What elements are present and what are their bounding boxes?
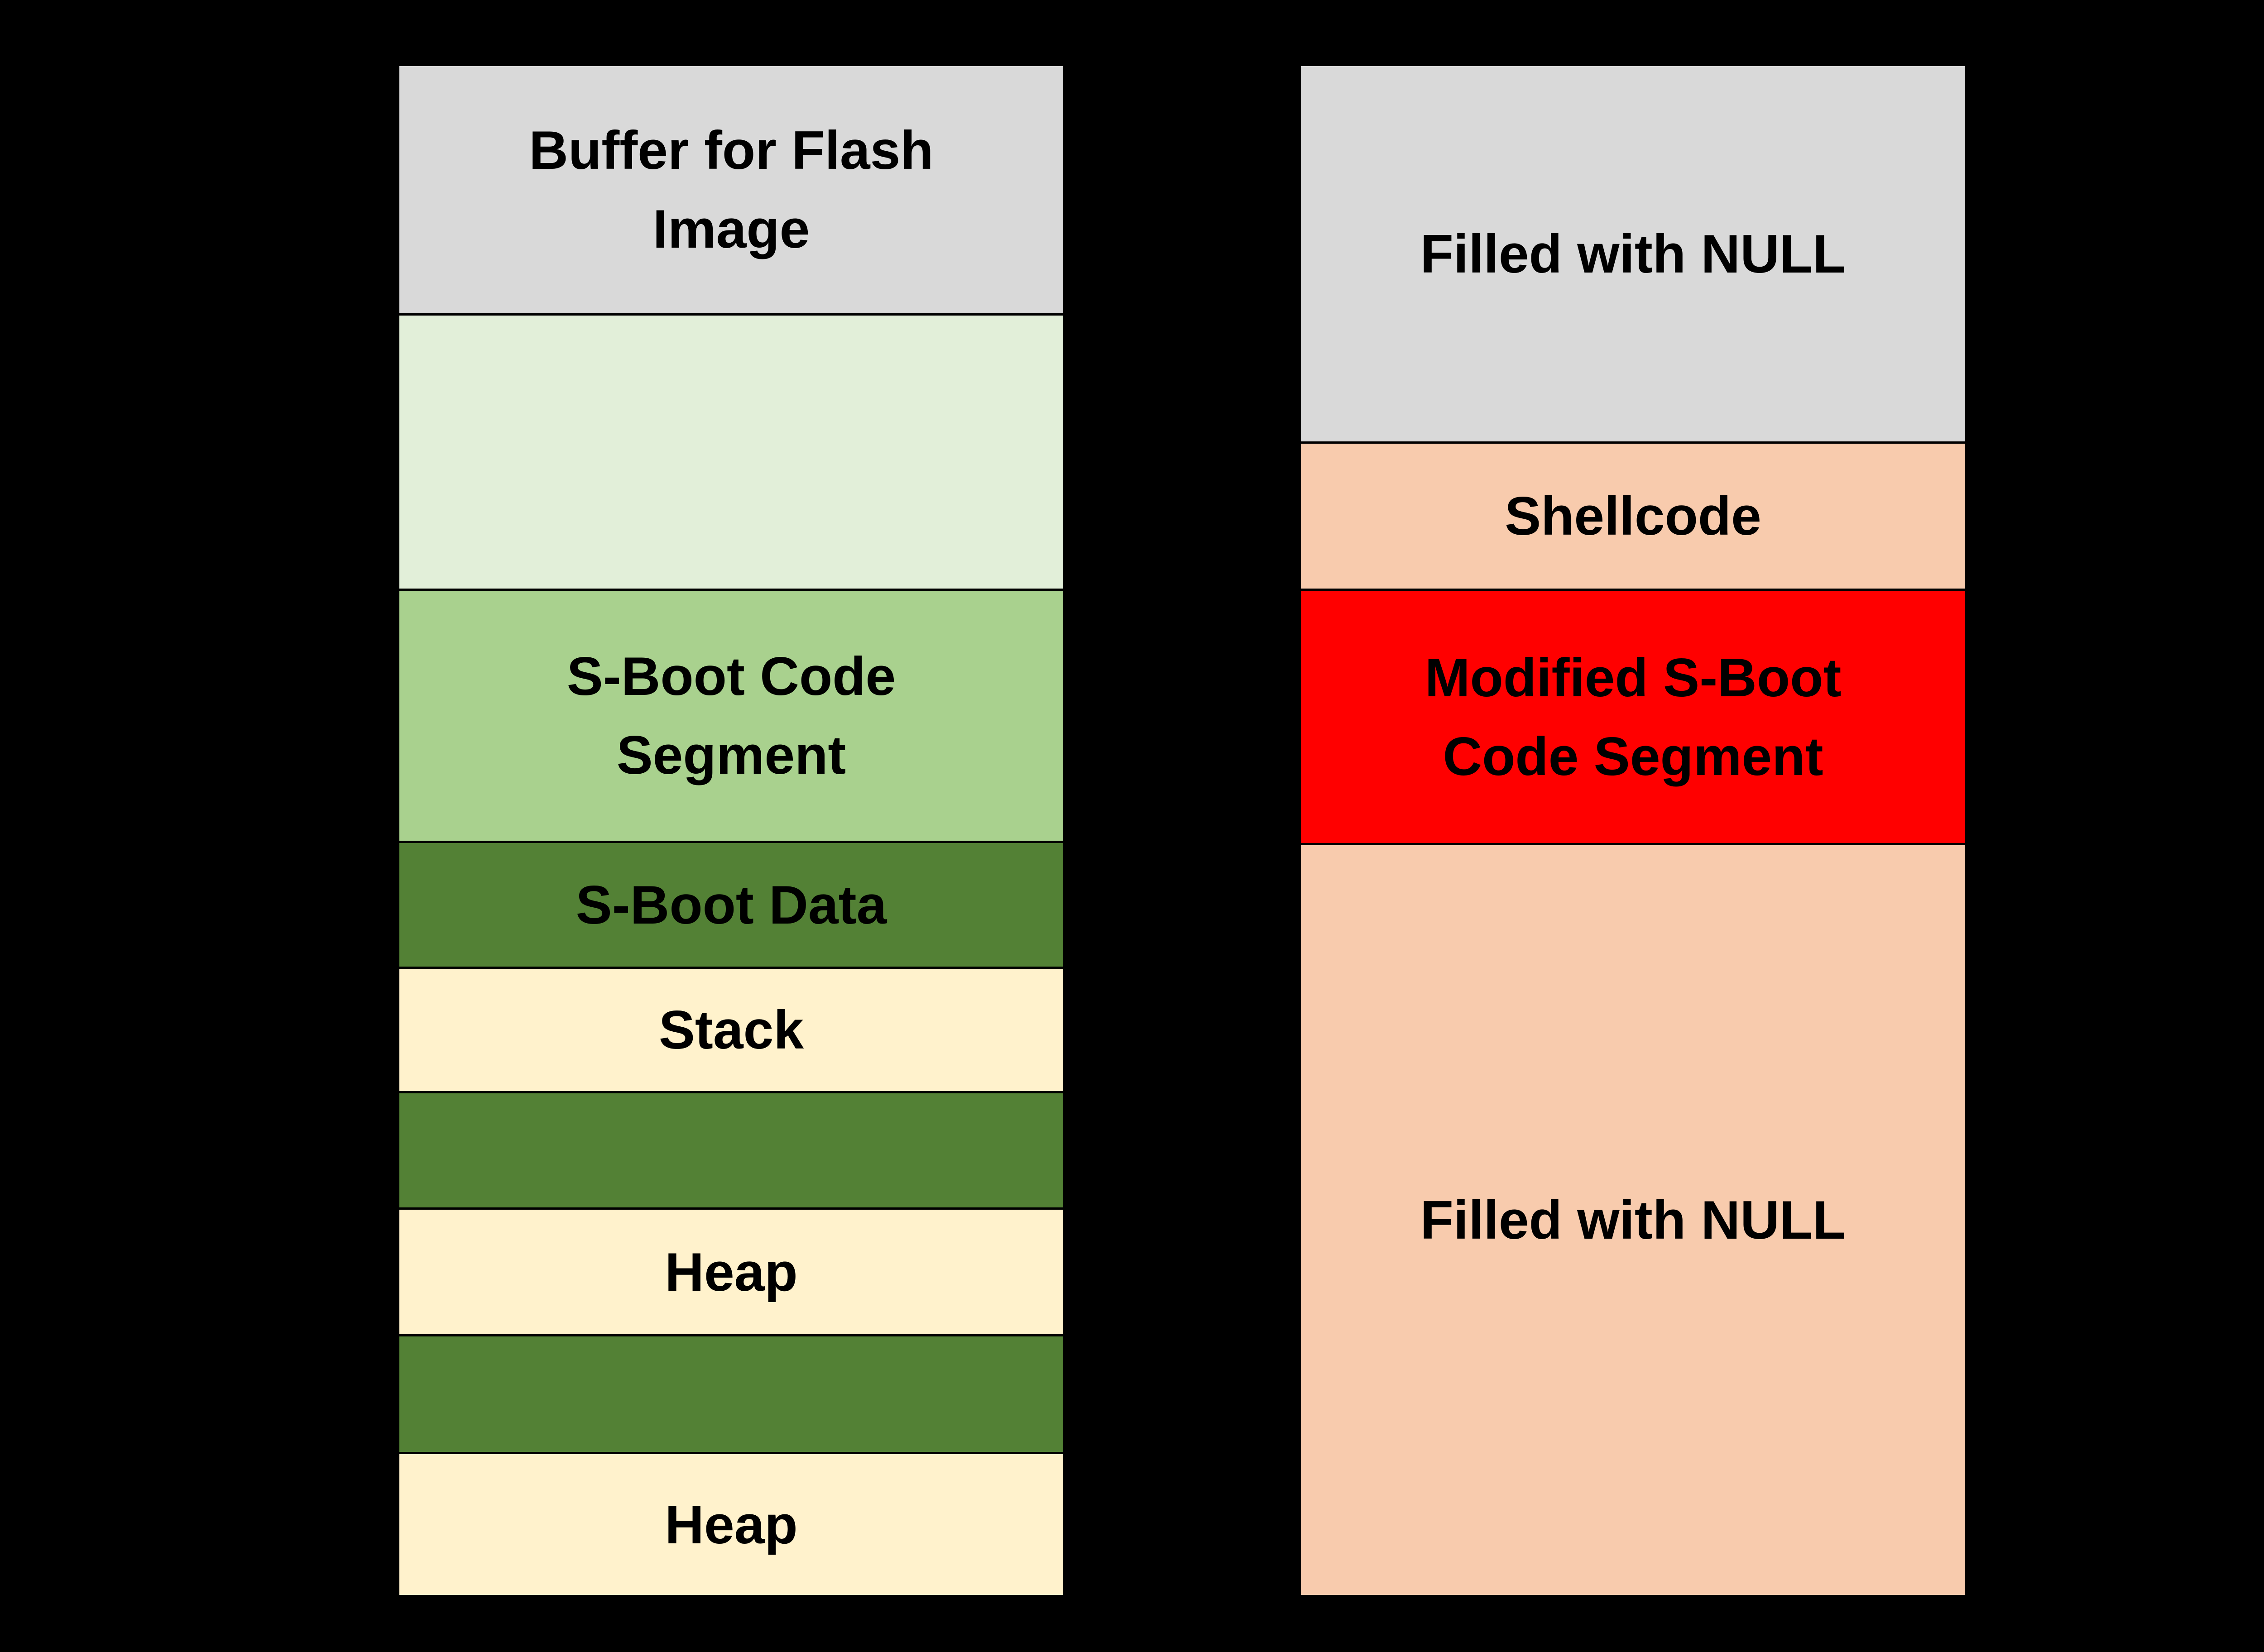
segment-filled-with-null-bottom: Filled with NULL	[1301, 845, 1965, 1595]
segment-label: Filled with NULL	[1420, 223, 1846, 284]
segment-empty-dark-green-2	[399, 1336, 1063, 1452]
left-memory-column: Buffer for Flash Image S-Boot Code Segme…	[399, 66, 1063, 1595]
segment-buffer-for-flash-image: Buffer for Flash Image	[399, 66, 1063, 313]
segment-empty-light-green	[399, 316, 1063, 589]
segment-stack: Stack	[399, 969, 1063, 1091]
segment-label: Modified S-Boot Code Segment	[1425, 647, 1842, 787]
segment-label: Shellcode	[1505, 486, 1761, 546]
segment-empty-dark-green-1	[399, 1093, 1063, 1207]
segment-label: Buffer for Flash Image	[529, 120, 934, 259]
right-memory-column: Filled with NULL Shellcode Modified S-Bo…	[1301, 66, 1965, 1595]
segment-label: Heap	[665, 1241, 798, 1302]
segment-label: S-Boot Code Segment	[566, 646, 896, 785]
segment-modified-sboot-code-segment: Modified S-Boot Code Segment	[1301, 591, 1965, 843]
segment-label: S-Boot Data	[576, 874, 887, 935]
segment-label: Stack	[658, 1000, 804, 1060]
segment-label: Heap	[665, 1494, 798, 1555]
segment-heap-2: Heap	[399, 1454, 1063, 1595]
segment-sboot-data: S-Boot Data	[399, 843, 1063, 967]
segment-sboot-code-segment: S-Boot Code Segment	[399, 591, 1063, 841]
segment-filled-with-null-top: Filled with NULL	[1301, 66, 1965, 441]
segment-shellcode: Shellcode	[1301, 444, 1965, 589]
segment-label: Filled with NULL	[1420, 1190, 1846, 1250]
segment-heap-1: Heap	[399, 1210, 1063, 1334]
